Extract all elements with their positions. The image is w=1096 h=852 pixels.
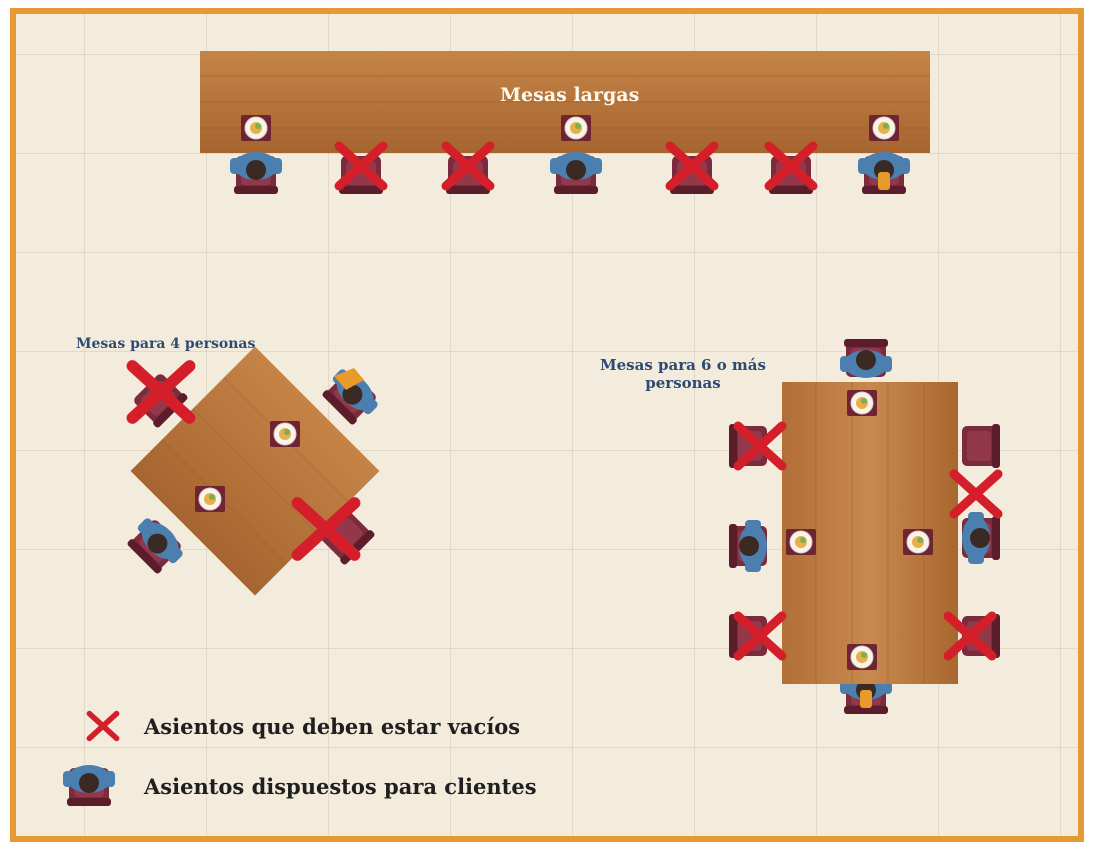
plate <box>269 420 301 448</box>
six-seat-occupied <box>962 512 1000 564</box>
long-tables-title: Mesas largas <box>500 84 640 106</box>
six-seat-occupied <box>729 520 767 572</box>
six-person-title: Mesas para 6 o más personas <box>588 356 778 392</box>
six-person-table-group <box>729 339 1000 714</box>
cross-icon <box>954 474 998 514</box>
plate <box>902 528 934 556</box>
legend-customer-seat-label: Asientos dispuestos para clientes <box>144 774 537 799</box>
long-seat-empty <box>670 146 714 194</box>
plate <box>194 485 226 513</box>
seating-diagram <box>63 51 1084 806</box>
long-seat-empty <box>769 146 813 194</box>
six-seat-occupied <box>840 339 892 378</box>
four-seat-occupied <box>126 512 189 575</box>
four-person-table-group <box>126 346 384 596</box>
four-person-title: Mesas para 4 personas <box>76 336 256 352</box>
floor-plan: Mesas largas Mesas para 4 personas Mesas… <box>10 8 1084 842</box>
legend-empty-seat-label: Asientos que deben estar vacíos <box>144 714 521 739</box>
plate <box>846 643 878 671</box>
six-seat-occupied <box>840 672 892 714</box>
six-seat-empty <box>962 424 1000 468</box>
long-seat-empty <box>446 146 490 194</box>
plate <box>785 528 817 556</box>
six-person-title-line1: Mesas para 6 o más <box>600 356 766 374</box>
plate <box>846 389 878 417</box>
legend-customer-seat-icon <box>63 765 115 806</box>
six-person-title-line2: personas <box>645 374 721 392</box>
long-seat-occupied <box>858 114 910 194</box>
long-seat-empty <box>339 146 383 194</box>
legend-cross-icon <box>89 714 116 739</box>
long-table-group <box>200 51 930 194</box>
